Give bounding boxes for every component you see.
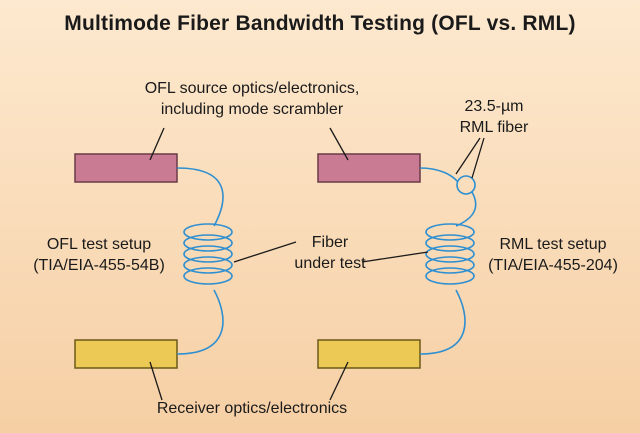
ofl-source-label: OFL source optics/electronics, including…	[144, 80, 360, 118]
diagram-title: Multimode Fiber Bandwidth Testing (OFL v…	[64, 12, 576, 35]
rml-source-box	[317, 153, 421, 183]
leader-rml-receiver	[329, 361, 349, 401]
leader-ofl-receiver	[149, 361, 163, 401]
ofl-receiver-box	[74, 339, 178, 369]
leader-rml-fiber-2	[471, 137, 485, 179]
ofl-source-box	[74, 153, 178, 183]
leader-ofl-source	[149, 127, 165, 161]
ofl-setup-label: OFL test setup (TIA/EIA-455-54B)	[33, 236, 165, 274]
receiver-label: Receiver optics/electronics	[156, 400, 348, 417]
leader-fut-left	[233, 241, 297, 263]
leader-rml-fiber-1	[455, 137, 481, 175]
leader-lines	[149, 127, 485, 401]
leader-rml-source	[329, 127, 349, 161]
rml-fiber-label: 23.5-µm RML fiber	[459, 98, 529, 136]
ofl-fiber	[176, 167, 224, 355]
rml-fiber-spool	[425, 223, 475, 285]
rml-receiver-box	[317, 339, 421, 369]
leader-fut-right	[361, 251, 429, 263]
ofl-fiber-spool	[183, 223, 233, 285]
rml-fiber-loop	[456, 175, 476, 195]
rml-setup-label: RML test setup (TIA/EIA-455-204)	[488, 236, 618, 274]
fiber-under-test-label: Fiber under test	[294, 234, 366, 272]
